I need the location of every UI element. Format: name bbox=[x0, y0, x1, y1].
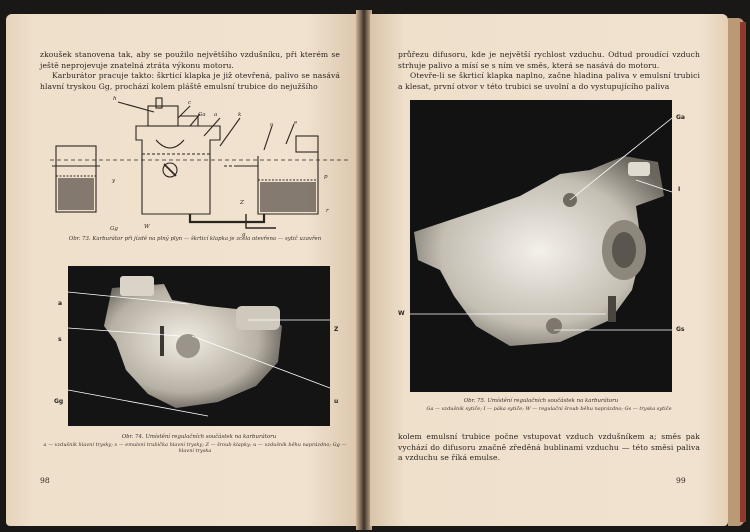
fig74-caption: Obr. 74. Umístění regulačních součástek … bbox=[121, 434, 277, 440]
book-gutter bbox=[356, 10, 372, 530]
right-page: průřezu difusoru, kde je největší rychlo… bbox=[370, 14, 728, 526]
right-top-text: průřezu difusoru, kde je největší rychlo… bbox=[398, 50, 700, 92]
fig73-diagram bbox=[50, 97, 350, 229]
right-bottom-text: kolem emulsní trubice počne vstupovat vz… bbox=[398, 432, 700, 464]
cover-edge bbox=[740, 22, 746, 522]
fig73-label-gg: Gg bbox=[110, 226, 118, 232]
fig73-label-z: Z bbox=[240, 200, 244, 206]
fig73-label-g: g bbox=[242, 232, 246, 238]
right-paragraph-1: průřezu difusoru, kde je největší rychlo… bbox=[398, 50, 700, 70]
fig73-label-e: e bbox=[294, 120, 298, 126]
fig74-legend: a — vzdušník hlavní trysky; s — emulsní … bbox=[43, 442, 347, 455]
fig73-caption: Obr. 73. Karburátor při jízdě na plný pl… bbox=[68, 236, 322, 242]
fig74-label-gg: Gg bbox=[54, 398, 64, 405]
fig75-caption: Obr. 75. Umístění regulačních součástek … bbox=[463, 398, 619, 404]
fig75-label-ga: Ga bbox=[676, 114, 685, 121]
fig75-legend: Ga — vzdušník sytiče; I — páka sytiče; W… bbox=[426, 406, 672, 412]
fig73-label-w: W bbox=[144, 224, 150, 230]
fig73-label-c: c bbox=[188, 100, 192, 106]
left-paragraph-2: Karburátor pracuje takto: škrticí klapka… bbox=[40, 71, 340, 91]
fig75-label-w: W bbox=[398, 310, 405, 317]
fig75-label-i: I bbox=[678, 186, 681, 193]
fig73-label-y: y bbox=[112, 178, 116, 184]
left-top-text: zkoušek stanovena tak, aby se použilo ne… bbox=[40, 50, 340, 92]
left-paragraph-1: zkoušek stanovena tak, aby se použilo ne… bbox=[40, 50, 340, 70]
fig75-label-gs: Gs bbox=[676, 326, 685, 333]
carburetor-photo-75 bbox=[410, 100, 672, 392]
right-paragraph-2: Otevře-li se škrticí klapka naplno, začn… bbox=[398, 71, 700, 91]
fig74-label-a: a bbox=[58, 300, 63, 307]
fig73-label-a: a bbox=[214, 112, 218, 118]
fig73-label-ga: Ga bbox=[198, 112, 206, 118]
fig74-label-z: Z bbox=[334, 326, 339, 333]
right-paragraph-3: kolem emulsní trubice počne vstupovat vz… bbox=[398, 432, 700, 463]
fig73-label-h: h bbox=[113, 96, 117, 102]
fig73-label-u: u bbox=[270, 122, 274, 128]
left-page: zkoušek stanovena tak, aby se použilo ne… bbox=[6, 14, 358, 526]
carburetor-photo-74 bbox=[68, 266, 330, 426]
left-page-number: 98 bbox=[40, 476, 50, 485]
fig74-photo bbox=[68, 266, 330, 426]
fig74-label-u: u bbox=[334, 398, 339, 405]
fig74-label-s: s bbox=[58, 336, 62, 343]
fig73-label-r: r bbox=[326, 208, 329, 214]
fig73-label-k: k bbox=[238, 112, 242, 118]
fig73-label-p: p bbox=[324, 174, 328, 180]
fig75-photo bbox=[410, 100, 672, 392]
right-page-number: 99 bbox=[676, 476, 686, 485]
